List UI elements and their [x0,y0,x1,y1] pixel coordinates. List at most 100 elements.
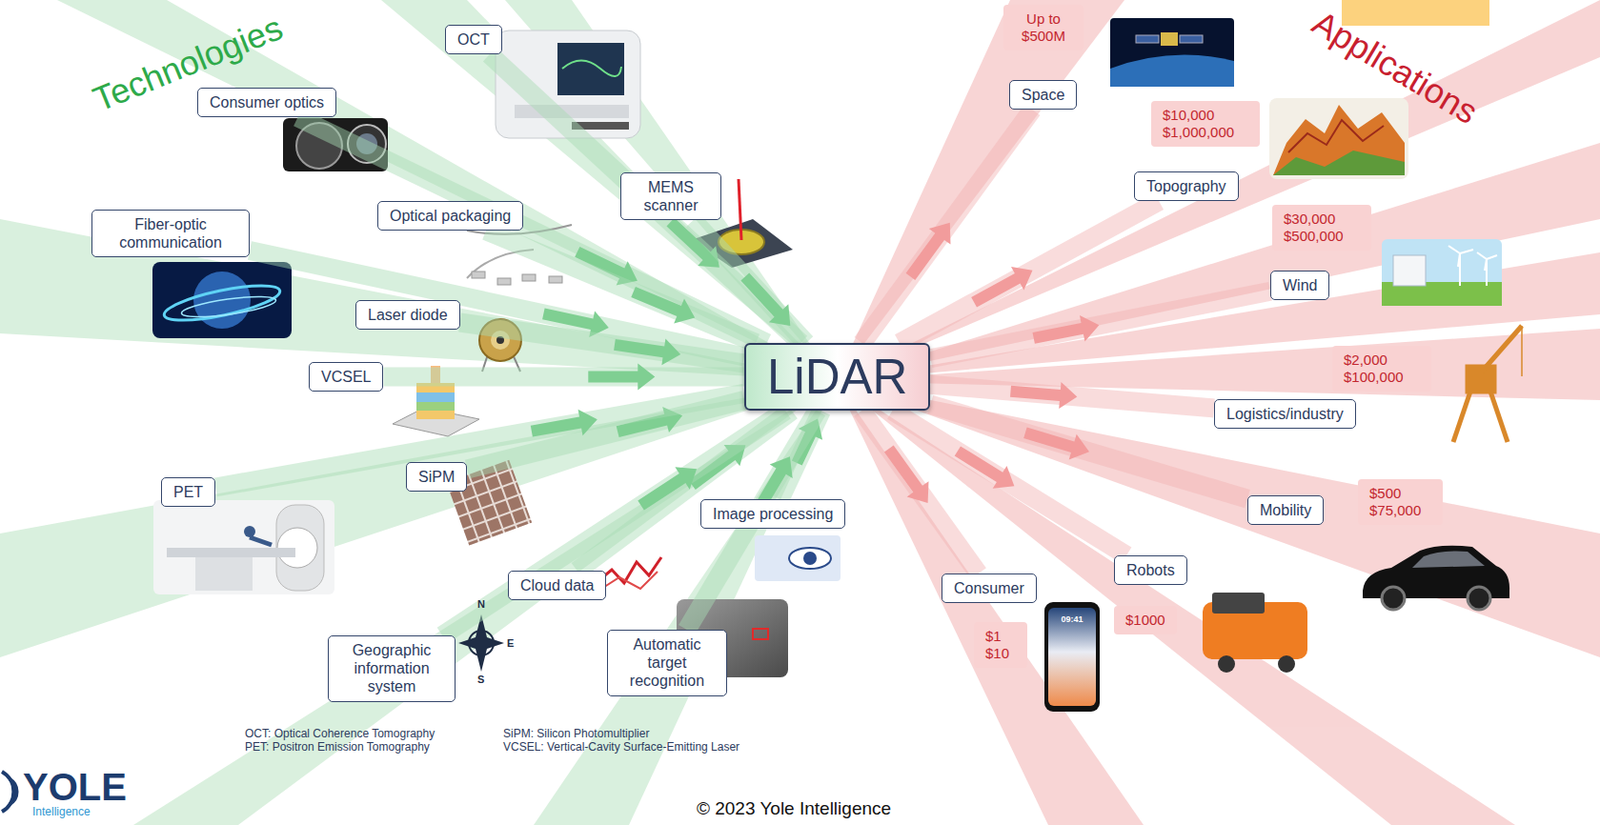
phone-screen [1048,607,1096,707]
lidar-unit [1393,255,1426,286]
beam [57,0,836,382]
topic-box: Space [1009,80,1077,110]
connector-band [383,367,745,387]
node-text: Geographic information system [340,641,444,697]
pet-scanner [153,500,335,595]
person [243,526,256,538]
text-label: S [477,673,485,687]
text-label: © 2023 Yole Intelligence [696,798,892,820]
hub-box: LiDAR [744,343,931,411]
satellite-body [1160,32,1178,46]
connector-arrow [930,291,1271,360]
node-text: Topography [1146,177,1227,196]
connector-band [460,322,745,364]
globe-picture [152,262,292,339]
satellite-picture [1110,18,1235,87]
arrow-head [1032,315,1100,345]
node-text: $30,000 $500,000 [1283,210,1360,245]
connector-arrow [930,405,1248,500]
arrow-head [954,445,1015,488]
connector-arrow [861,410,979,574]
arrow-head [637,466,697,510]
price-box: $30,000 $500,000 [1272,204,1372,251]
person [249,537,272,546]
phone-picture [1044,602,1100,712]
connector-arrow [692,220,807,344]
node-text: $1000 [1125,611,1166,629]
fiber-ring [162,278,284,327]
node-text: Cloud data [520,576,594,595]
connector-arrow [460,322,745,365]
topic-box: Consumer [941,573,1037,604]
corner-block [1341,0,1490,26]
beam [835,0,1125,382]
connector-band [861,410,979,574]
node-text: Fiber-optic communication [103,215,238,252]
robot-picture [1202,592,1308,673]
topic-box: Fiber-optic communication [91,209,250,258]
layer [416,402,455,411]
arrow-head [971,266,1033,308]
text-label: Intelligence [32,806,91,820]
solar-panel [1135,35,1159,43]
crane-boom [1481,325,1522,372]
topic-box: Automatic target recognition [607,629,728,697]
topic-box: VCSEL [308,362,384,392]
car-picture [1362,546,1510,610]
layer [416,410,455,420]
text-label: Applications [1305,2,1485,132]
bed [166,547,296,558]
topic-box: Laser diode [355,300,461,330]
connector-part [522,274,536,282]
node-text: SiPM [418,467,455,487]
node-text: $1 $10 [985,627,1016,663]
node-text: Optical packaging [389,206,511,225]
arrow-head [906,222,952,281]
price-box: $1000 [1113,606,1177,635]
robot-panel [1212,592,1265,614]
fiber-ring [180,292,277,322]
topic-box: SiPM [405,462,467,492]
node-text: $2,000 $100,000 [1343,351,1420,386]
beam [133,381,836,825]
wheel [1277,655,1296,673]
text-label: SiPM: Silicon Photomultiplier [503,728,649,742]
solar-panel [1179,35,1203,43]
node-text: Robots [1126,561,1175,580]
turbine-blades [1477,252,1498,271]
turbine-blades [1448,245,1474,267]
topic-box: Wind [1270,270,1330,301]
node-text: MEMS scanner [632,178,709,215]
crane-cable [1520,325,1523,377]
topic-box: Robots [1113,555,1188,586]
logo-arcs [1,771,18,812]
connector-band [215,393,745,488]
point-cloud [598,571,658,591]
car-window [1412,551,1485,568]
node-text: Consumer [953,579,1025,598]
logo-arc [1,771,14,812]
node-text: Logistics/industry [1226,405,1344,424]
price-box: $1 $10 [973,622,1028,669]
node-text: Automatic target recognition [619,635,715,691]
node-text: LiDAR [767,347,908,406]
node-text: Laser diode [367,305,448,325]
node-text: VCSEL [321,367,371,386]
price-box: $2,000 $100,000 [1332,345,1432,392]
topic-box: Mobility [1247,495,1324,526]
technology-beams [0,0,836,825]
sky [1381,239,1502,306]
picture-ground [152,262,292,339]
node-text: $500 $75,000 [1369,485,1432,520]
target-mark [752,628,769,640]
crane-leg [1488,385,1508,443]
arrow-head [613,339,681,366]
terrain [1273,150,1405,176]
logo-arc [9,779,18,805]
connector-arrow [249,250,745,358]
arrow-head [884,445,930,504]
crane-leg [1453,385,1473,443]
